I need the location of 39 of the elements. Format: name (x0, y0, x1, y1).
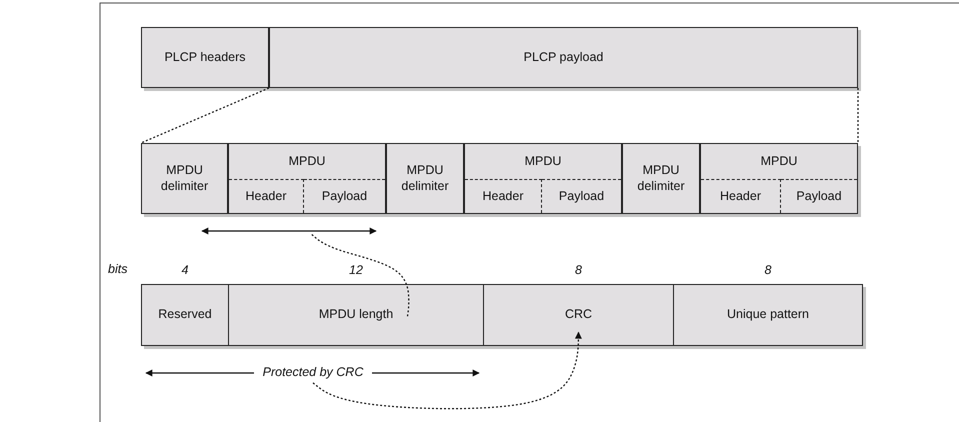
header-field (141, 27, 269, 88)
field-label: PLCP headers (164, 50, 246, 66)
field-label: MPDU delimiter (636, 162, 686, 194)
field-label: MPDU delimiter (400, 162, 450, 194)
dotted-connector (140, 87, 270, 144)
field-label: MPDU (288, 154, 326, 170)
field-label: CRC (564, 307, 592, 323)
arrow (312, 332, 582, 410)
field-label: Reserved (158, 307, 212, 323)
subfield (229, 179, 304, 213)
field-label: Payload (322, 188, 368, 204)
bit-count: 8 (574, 263, 583, 277)
field-label: MPDU delimiter (160, 162, 210, 194)
dotted-connector (857, 88, 859, 143)
field-label: MPDU (760, 154, 798, 170)
bit-count: 12 (348, 263, 364, 277)
field-label: PLCP payload (524, 50, 604, 66)
delimiter-field (141, 143, 228, 214)
field-label: MPDU length (318, 307, 394, 323)
field-label: Unique pattern (726, 307, 809, 323)
field-label: Header (246, 188, 286, 204)
unit-label: bits (108, 262, 128, 276)
payload-field (269, 27, 858, 88)
subfield (465, 179, 542, 213)
frame-row (141, 143, 858, 214)
mpdu-field (700, 143, 858, 214)
subfield (701, 179, 781, 213)
delimiter-field (622, 143, 700, 214)
field-label: Header (482, 188, 524, 204)
dotted-connector (311, 234, 410, 318)
mpdu-field (228, 143, 386, 214)
bit-count: 8 (764, 263, 772, 277)
delimiter-field (386, 143, 464, 214)
bit-count: 4 (180, 263, 190, 277)
field-label: MPDU (524, 154, 562, 170)
field-label: Payload (796, 188, 842, 204)
field-label: Payload (558, 188, 604, 204)
mpdu-field (464, 143, 622, 214)
field-label: Header (720, 188, 761, 204)
